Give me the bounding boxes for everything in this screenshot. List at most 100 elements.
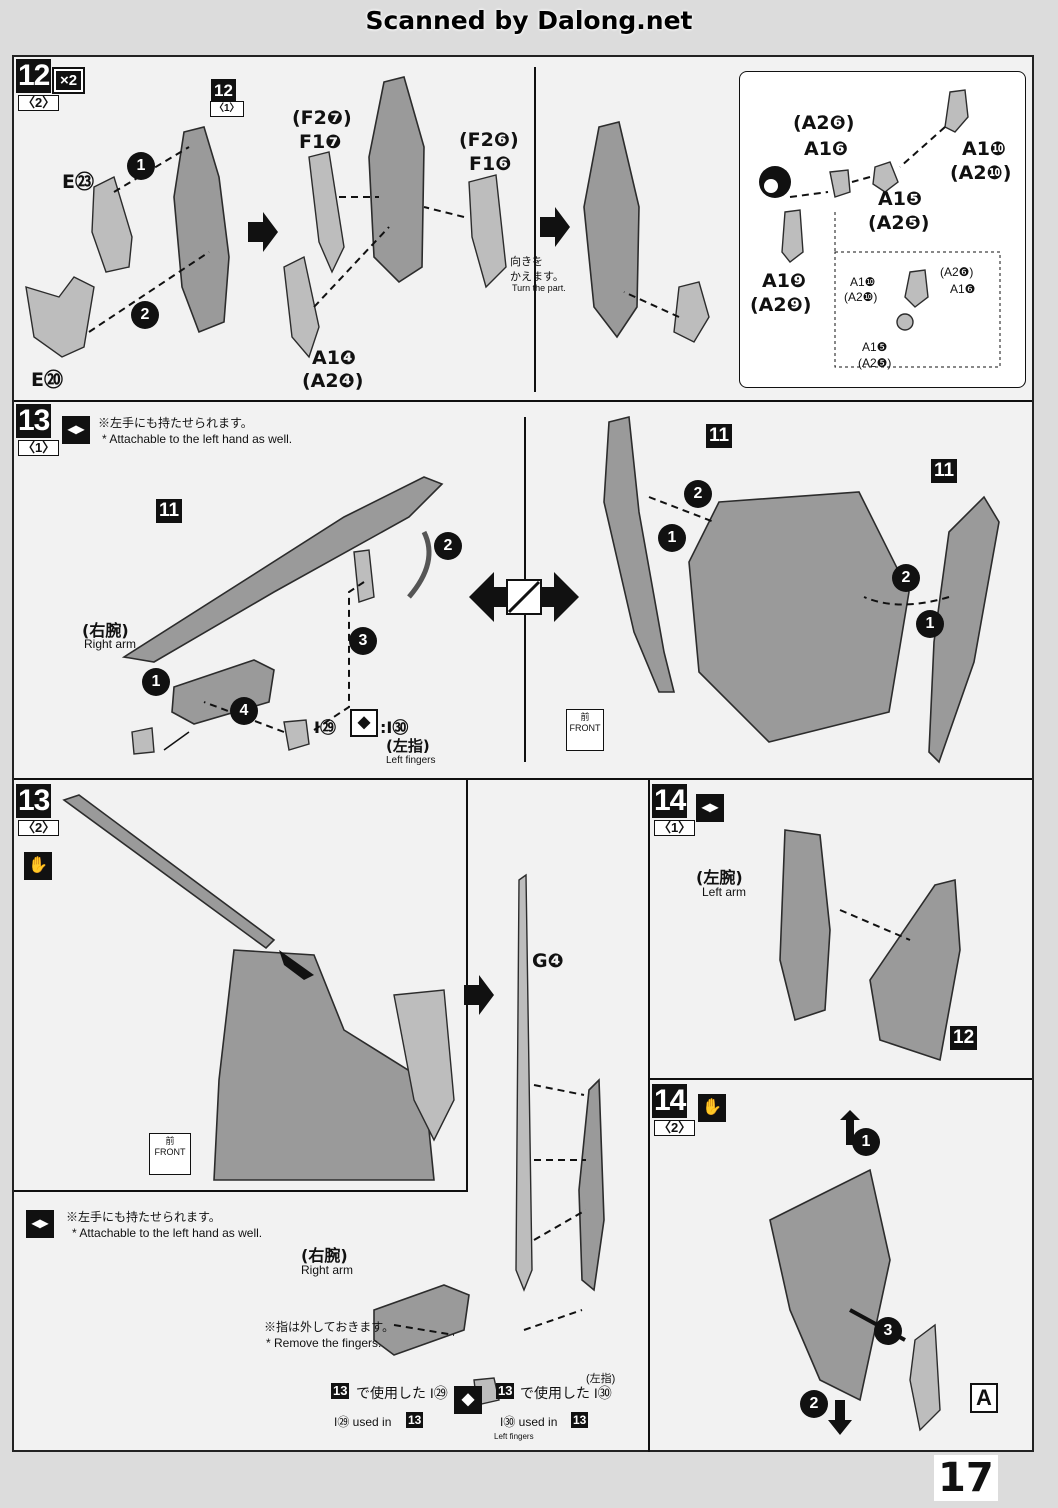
part-label-a2-6: (A2❻) xyxy=(793,112,855,134)
shield-mid-part xyxy=(368,76,425,284)
shield-assembled-part xyxy=(583,121,640,339)
part-label-e23: E㉓ xyxy=(62,171,94,193)
gundam-upper-body xyxy=(213,949,435,1181)
part-label-i29: I㉙ xyxy=(314,718,336,737)
part-label-e20: E⑳ xyxy=(31,369,63,391)
right-arm-label-en: Right arm xyxy=(301,1263,354,1277)
part-label-a1-9: A1❾ xyxy=(762,270,807,292)
part-label-g4: G❹ xyxy=(532,950,564,972)
rifle-assembly-illustration xyxy=(121,476,444,755)
part-badge-11: 11 xyxy=(706,424,733,448)
step-substep: 〈1〉 xyxy=(654,820,696,836)
detail-inset-box: (A2❻) A1❻ A1❿ (A2❿) A1❺ (A2❺) A1❾ (A2❾) … xyxy=(739,71,1026,388)
rifle-left-part xyxy=(603,416,676,693)
step-marker-2: 2 xyxy=(800,1390,828,1418)
ref-step-badge-en: 13 xyxy=(406,1412,424,1428)
gundam-sword-illustration xyxy=(62,794,455,1181)
step-substep: 〈2〉 xyxy=(654,1120,696,1136)
used-in-jp: で使用した I㉙ xyxy=(356,1385,448,1401)
step-number: 14 xyxy=(652,1084,688,1118)
part-label-i30: :I㉚ xyxy=(380,718,409,737)
shield-part xyxy=(869,878,961,1062)
swap-icon: ◆ xyxy=(350,709,378,737)
step-marker-4: 4 xyxy=(230,697,258,725)
next-arrow-icon xyxy=(248,212,278,252)
divider xyxy=(534,67,536,392)
both-hands-icon: ◂▸ xyxy=(696,794,724,822)
part-label-a1-6: A1❻ xyxy=(804,138,849,160)
front-indicator: 前 FRONT xyxy=(566,709,604,751)
part-label-a2-9: (A2❾) xyxy=(750,294,812,316)
step-marker-1: 1 xyxy=(142,668,170,696)
inset-label-a2-10: (A2❿) xyxy=(844,290,878,304)
right-arm-label-jp: (右腕) xyxy=(82,621,129,640)
inset-label-a1-5: A1❺ xyxy=(862,340,888,354)
hand-icon: ✋ xyxy=(24,852,52,880)
backpack-part xyxy=(769,1168,891,1402)
part-label-a2-4: (A2❹) xyxy=(302,370,364,392)
step12-right-illustration xyxy=(583,121,710,343)
left-fingers-label-jp: (左指) xyxy=(386,737,430,755)
left-right-swap-icon xyxy=(469,572,579,622)
hand-icon: ✋ xyxy=(698,1094,726,1122)
front-indicator: 前 FRONT xyxy=(149,1133,191,1175)
ref-step-badge: 13 xyxy=(331,1383,350,1399)
ref-step-badge: 12 xyxy=(211,79,236,103)
part-label-a1-4: A1❹ xyxy=(312,347,357,369)
right-arm-label-en: Right arm xyxy=(84,637,137,651)
part-label-f1-6: F1❻ xyxy=(469,153,512,175)
blade-g4 xyxy=(515,873,533,1292)
used-in-en-2: I㉚ used in xyxy=(500,1415,558,1429)
backpack-part-illustration xyxy=(769,1110,941,1435)
left-fingers-jp: (左指) xyxy=(586,1373,616,1385)
shield-main-part xyxy=(173,126,230,334)
step12-mid-illustration xyxy=(283,76,507,359)
step-marker-1: 1 xyxy=(127,152,155,180)
part-label-f1-7: F1❼ xyxy=(299,131,342,153)
remove-note-en: * Remove the fingers. xyxy=(266,1336,382,1350)
inset-label-a2-6: (A2❻) xyxy=(940,265,974,279)
right-arm-label-jp: (右腕) xyxy=(301,1246,348,1265)
step-number: 14 xyxy=(652,784,688,818)
sword-parts-illustration xyxy=(515,873,605,1331)
step-marker-2: 2 xyxy=(434,532,462,560)
next-arrow-icon xyxy=(540,207,570,247)
rifle-right-part xyxy=(928,495,1000,764)
front-label-jp: 前 xyxy=(165,1136,175,1146)
step-number: 13 xyxy=(16,784,52,818)
sword-handle-part xyxy=(578,1078,605,1292)
gundam-hold-rifle-illustration xyxy=(603,416,1000,764)
used-in-jp-2: で使用した I㉚ xyxy=(520,1385,612,1401)
note-en: * Attachable to the left hand as well. xyxy=(102,432,293,446)
left-arm-label-en: Left arm xyxy=(702,885,747,899)
part-label-a1-5: A1❺ xyxy=(878,188,923,210)
both-hands-icon: ◂▸ xyxy=(26,1210,54,1238)
step-14-1-panel: 14 〈1〉 ◂▸ (左腕) Left arm 12 xyxy=(650,780,1032,1080)
shield-arm-illustration xyxy=(779,829,961,1062)
left-arm-label-jp: (左腕) xyxy=(696,868,743,887)
step-substep: 〈2〉 xyxy=(18,95,60,111)
insert-arrow-icon xyxy=(279,950,314,980)
step-marker-1: 1 xyxy=(852,1128,880,1156)
inset-label-a2-5: (A2❺) xyxy=(858,356,892,370)
part-label-a2-10: (A2❿) xyxy=(950,162,1012,184)
part-badge-11: 11 xyxy=(156,499,183,523)
step-number: 13 xyxy=(16,404,52,438)
step-14-2-panel: 14 〈2〉 ✋ 1 3 2 A xyxy=(650,1080,1032,1452)
note-jp: ※左手にも持たせられます。 xyxy=(98,416,253,430)
step-marker-1b: 1 xyxy=(916,610,944,638)
front-label-en: FRONT xyxy=(154,1147,186,1157)
inset-label-a1-6: A1❻ xyxy=(950,282,976,296)
turn-note-en: Turn the part. xyxy=(512,283,566,293)
both-hands-icon: ◂▸ xyxy=(62,416,90,444)
step-marker-2: 2 xyxy=(131,301,159,329)
left-arm-part xyxy=(779,829,831,1022)
part-label-f2-6: (F2❻) xyxy=(459,129,519,151)
part-label-f2-7: (F2❼) xyxy=(292,107,352,129)
step-number: 12 xyxy=(16,59,52,93)
part-label-a2-5: (A2❺) xyxy=(868,212,930,234)
note-en: * Attachable to the left hand as well. xyxy=(72,1226,263,1240)
ref-step-badge-2: 13 xyxy=(496,1383,515,1399)
arm-joint-illustration xyxy=(759,89,1001,368)
page-number: 17 xyxy=(934,1455,998,1501)
